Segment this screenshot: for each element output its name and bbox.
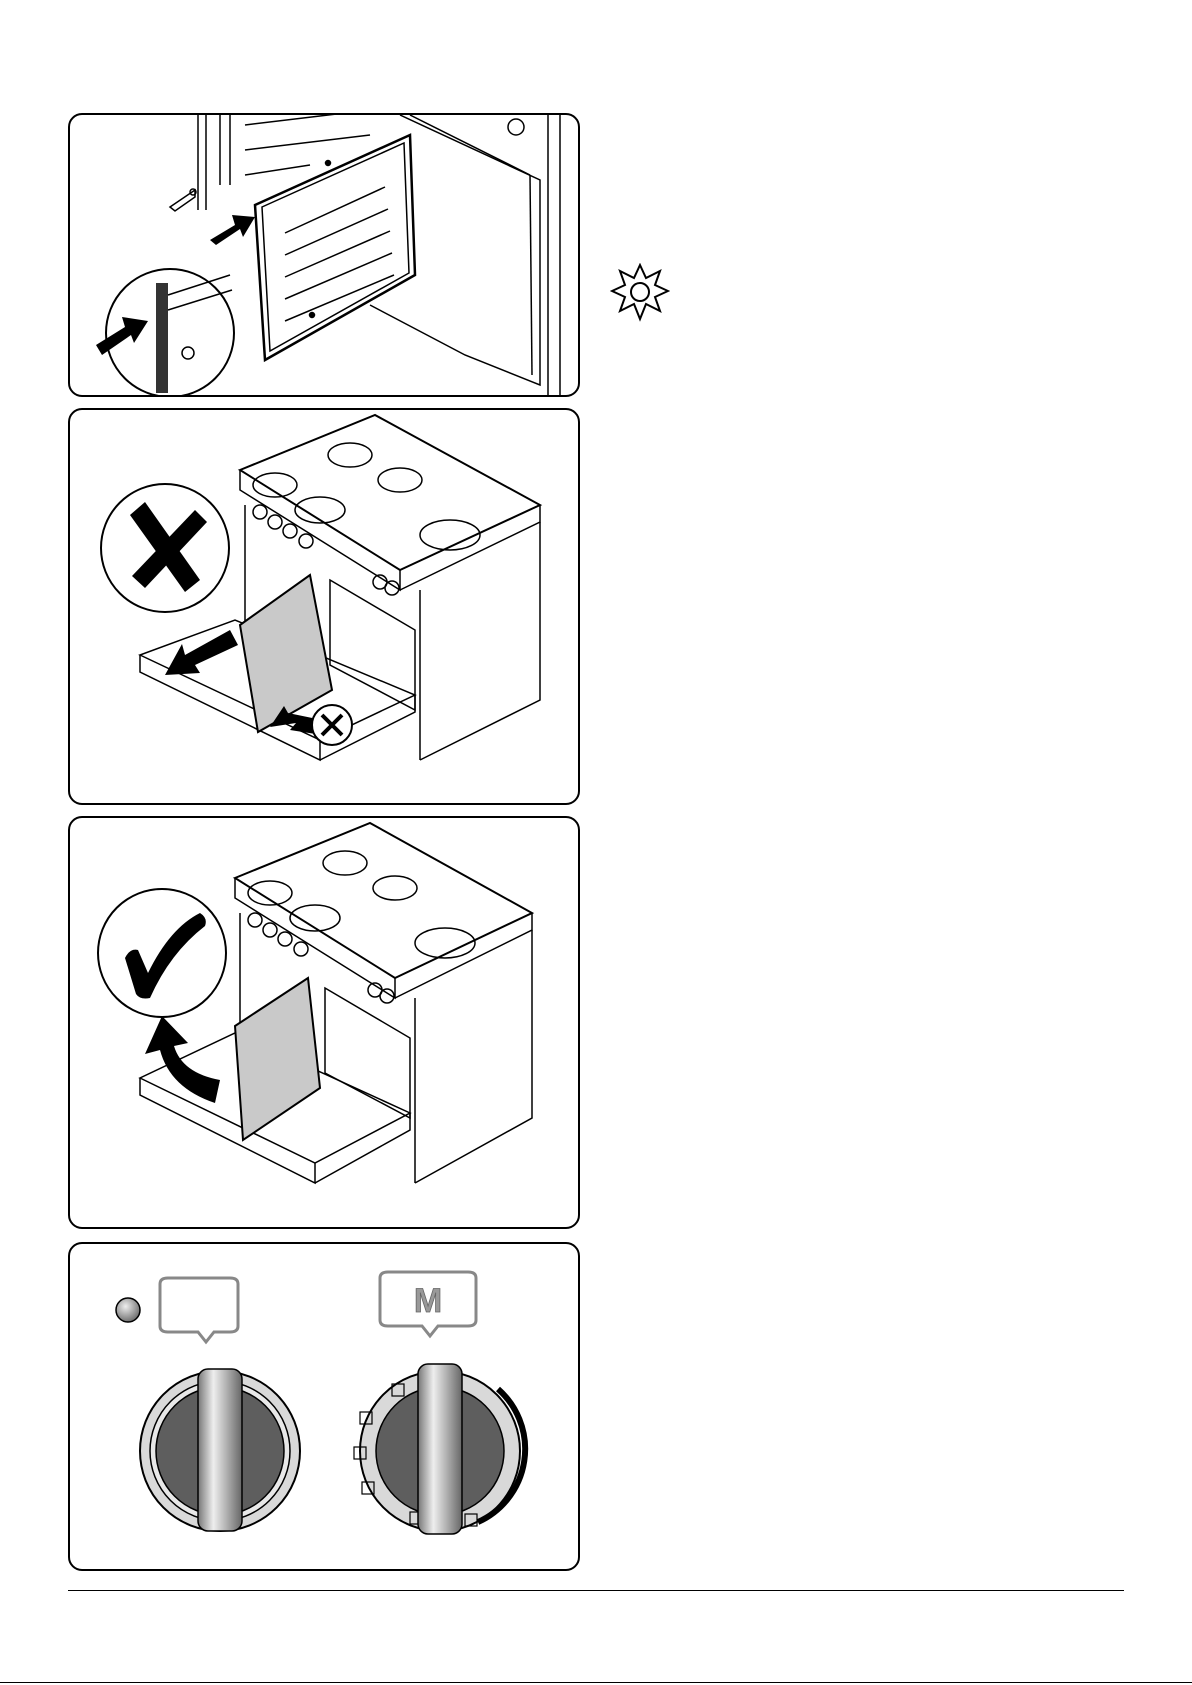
check-mark-icon	[98, 889, 226, 1017]
left-knob-icon	[140, 1369, 300, 1531]
figure-control-knobs: M	[68, 1242, 580, 1571]
figure-incorrect-removal	[68, 408, 580, 805]
knob-label-m: M	[414, 1282, 442, 1320]
figure-door-glass-insert	[68, 113, 580, 397]
right-knob-icon	[354, 1364, 525, 1534]
pull-arrow-icon	[165, 630, 238, 675]
correct-glass-removal-illustration	[70, 818, 580, 1229]
detail-magnifier-icon	[96, 269, 234, 397]
footer-rule	[68, 1590, 1124, 1591]
incorrect-glass-removal-illustration	[70, 410, 580, 805]
indicator-light-icon	[116, 1298, 140, 1322]
figure-correct-removal	[68, 816, 580, 1229]
oven-light-icon	[610, 263, 670, 323]
control-knobs-illustration: M	[70, 1244, 580, 1571]
bottom-rule	[0, 1682, 1192, 1683]
curved-arrow-icon	[145, 1016, 220, 1103]
push-arrow-icon	[210, 215, 255, 245]
small-cross-icon	[270, 705, 352, 745]
cross-mark-icon	[101, 484, 229, 612]
door-glass-insert-illustration	[70, 115, 580, 397]
